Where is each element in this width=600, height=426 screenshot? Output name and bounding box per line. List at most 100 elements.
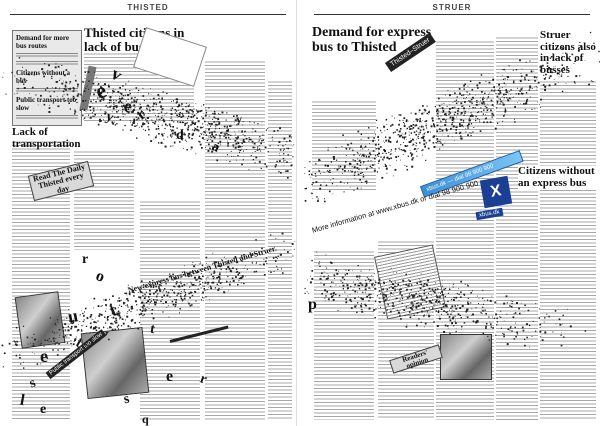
dust-speck xyxy=(376,296,378,298)
dust-speck xyxy=(465,111,466,112)
dust-speck xyxy=(160,300,162,303)
dust-speck xyxy=(241,130,243,133)
dust-speck xyxy=(449,107,451,110)
scattered-letter: e xyxy=(40,402,47,417)
dust-speck xyxy=(118,110,119,112)
dust-speck xyxy=(439,317,441,320)
dust-speck xyxy=(241,148,243,150)
dust-speck xyxy=(432,311,433,313)
dust-speck xyxy=(210,123,213,125)
dust-speck xyxy=(466,97,467,99)
dust-speck xyxy=(122,116,124,118)
dust-speck xyxy=(84,96,85,97)
dust-speck xyxy=(457,107,460,110)
dust-speck xyxy=(133,99,135,101)
dust-speck xyxy=(406,296,409,299)
dust-speck xyxy=(193,122,195,124)
dust-speck xyxy=(109,106,111,108)
dust-speck xyxy=(126,305,128,307)
dust-speck xyxy=(319,261,321,263)
dust-speck xyxy=(561,64,563,66)
dust-speck xyxy=(384,155,385,157)
dust-speck xyxy=(55,63,57,65)
dust-speck xyxy=(190,281,191,283)
dust-speck xyxy=(142,122,144,124)
dust-speck xyxy=(498,93,500,95)
dust-speck xyxy=(368,294,370,296)
dust-speck xyxy=(78,324,79,325)
dust-speck xyxy=(75,336,77,338)
dust-speck xyxy=(188,292,191,295)
dust-speck xyxy=(314,173,316,175)
dust-speck xyxy=(199,143,202,146)
dust-speck xyxy=(439,140,441,143)
dust-speck xyxy=(502,102,504,104)
dust-speck xyxy=(327,171,330,173)
dust-speck xyxy=(324,200,326,203)
dust-speck xyxy=(293,248,295,250)
dust-speck xyxy=(401,132,403,134)
dust-speck xyxy=(89,93,91,95)
dust-speck xyxy=(237,146,240,148)
dust-speck xyxy=(469,100,472,103)
dust-speck xyxy=(342,288,344,290)
dust-speck xyxy=(319,277,322,280)
dust-speck xyxy=(212,135,214,138)
dust-speck xyxy=(480,107,482,109)
dust-speck xyxy=(409,316,412,319)
dust-speck xyxy=(526,98,529,101)
dust-speck xyxy=(497,98,499,100)
dust-speck xyxy=(357,302,359,304)
dust-speck xyxy=(263,274,266,276)
dust-speck xyxy=(104,322,107,324)
dust-speck xyxy=(57,349,59,351)
dust-speck xyxy=(173,286,175,287)
dust-speck xyxy=(558,82,559,83)
dust-speck xyxy=(194,285,196,286)
dust-speck xyxy=(521,92,524,95)
dust-speck xyxy=(368,127,370,129)
dust-speck xyxy=(279,127,281,130)
dust-speck xyxy=(178,282,180,284)
dust-speck xyxy=(512,301,514,302)
dust-speck xyxy=(410,302,413,304)
dust-speck xyxy=(372,278,374,280)
dust-speck xyxy=(370,160,372,161)
dust-speck xyxy=(391,287,394,289)
dust-speck xyxy=(236,261,239,264)
dust-speck xyxy=(2,366,4,368)
dust-speck xyxy=(199,278,201,280)
dust-speck xyxy=(147,117,149,119)
dust-speck xyxy=(420,303,422,306)
dust-speck xyxy=(505,295,508,298)
dust-speck xyxy=(132,289,134,292)
dust-speck xyxy=(109,298,110,300)
dust-speck xyxy=(133,295,135,297)
dust-speck xyxy=(510,93,512,95)
dust-speck xyxy=(86,317,89,320)
dust-speck xyxy=(434,126,436,128)
dust-speck xyxy=(82,81,84,83)
dust-speck xyxy=(71,323,73,325)
dust-speck xyxy=(440,128,442,130)
dust-speck xyxy=(213,277,215,278)
dust-speck xyxy=(142,307,144,309)
dust-speck xyxy=(358,288,361,290)
dust-speck xyxy=(449,116,452,119)
dust-speck xyxy=(314,289,316,290)
dust-speck xyxy=(94,116,96,117)
dust-speck xyxy=(211,146,213,148)
dust-speck xyxy=(460,122,462,123)
dust-speck xyxy=(194,290,196,293)
dust-speck xyxy=(514,326,516,329)
dust-speck xyxy=(463,293,465,296)
dust-speck xyxy=(116,123,118,125)
dust-speck xyxy=(528,89,531,91)
dust-speck xyxy=(161,99,163,101)
dust-speck xyxy=(391,304,393,306)
dust-speck xyxy=(487,103,489,105)
dust-speck xyxy=(203,139,205,141)
dust-speck xyxy=(193,108,195,109)
dust-speck xyxy=(210,273,212,275)
dust-speck xyxy=(198,140,200,143)
